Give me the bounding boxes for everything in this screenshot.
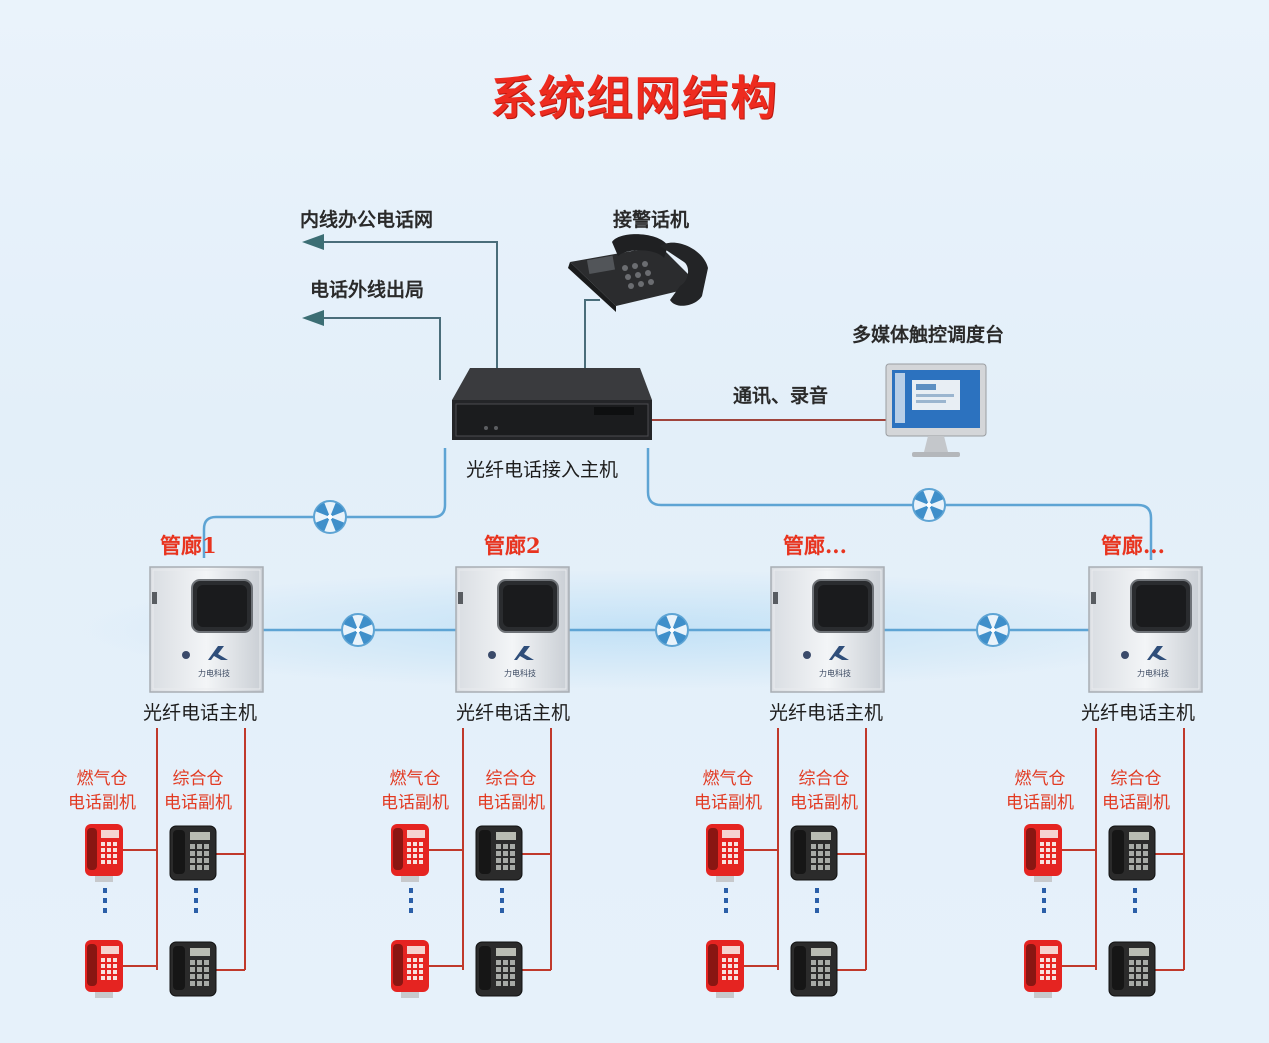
more-phones-ellipsis xyxy=(724,888,728,913)
corridor-group: 力电科技 xyxy=(1024,566,1203,998)
comp-ext-line2: 电话副机 xyxy=(164,793,232,813)
intranet-label: 内线办公电话网 xyxy=(300,209,434,231)
corridor-group: 力电科技 xyxy=(391,566,570,998)
comp-extension-phone xyxy=(1108,941,1156,997)
fiber-connector-icon xyxy=(655,613,689,647)
console-label: 多媒体触控调度台 xyxy=(852,324,1005,346)
gas-ext-line1: 燃气仓 xyxy=(702,769,754,789)
gas-ext-label-3: 燃气仓电话副机 xyxy=(694,767,762,815)
box-brand-label: 力电科技 xyxy=(819,668,851,678)
gas-extension-phone xyxy=(1024,940,1062,998)
box-brand-label: 力电科技 xyxy=(1137,668,1169,678)
outside-line-arrow-head xyxy=(302,310,324,326)
corridor-title-3: 管廊... xyxy=(783,533,847,558)
comp-ext-label-3: 综合仓电话副机 xyxy=(790,767,858,815)
comp-extension-phone xyxy=(790,941,838,997)
comp-extension-phone xyxy=(790,825,838,881)
corridor-host-label-1: 光纤电话主机 xyxy=(143,702,258,724)
gas-extension-phone xyxy=(706,824,744,882)
more-phones-ellipsis xyxy=(409,888,413,913)
corridor-host-label-3: 光纤电话主机 xyxy=(769,702,884,724)
comp-extension-phone xyxy=(1108,825,1156,881)
access-host-label: 光纤电话接入主机 xyxy=(466,459,619,481)
comp-ext-line2: 电话副机 xyxy=(1102,793,1170,813)
corridor-group: 力电科技 xyxy=(706,566,885,998)
corridor-title-4: 管廊... xyxy=(1101,533,1165,558)
comp-extension-phone xyxy=(169,941,217,997)
intranet-arrow-head xyxy=(302,234,324,250)
fiber-connector-icon xyxy=(313,500,347,534)
comp-ext-label-1: 综合仓电话副机 xyxy=(164,767,232,815)
comp-extension-phone xyxy=(169,825,217,881)
box-brand-label: 力电科技 xyxy=(198,668,230,678)
fiber-connector-icon xyxy=(341,613,375,647)
corridor-group: 力电科技 xyxy=(85,566,264,998)
more-phones-ellipsis xyxy=(815,888,819,913)
gas-ext-line2: 电话副机 xyxy=(381,793,449,813)
corridor-host-label-4: 光纤电话主机 xyxy=(1081,702,1196,724)
gas-extension-phone xyxy=(85,940,123,998)
gas-ext-line1: 燃气仓 xyxy=(389,769,441,789)
gas-ext-label-1: 燃气仓电话副机 xyxy=(68,767,136,815)
outside-line-arrow xyxy=(320,317,441,380)
comp-ext-line1: 综合仓 xyxy=(798,769,850,789)
comp-ext-line1: 综合仓 xyxy=(485,769,537,789)
fiber-phone-host-box: 力电科技 xyxy=(455,566,570,693)
page-title: 系统组网结构 xyxy=(490,71,779,125)
box-brand-label: 力电科技 xyxy=(504,668,536,678)
comp-extension-phone xyxy=(475,941,523,997)
fiber-connector-icon xyxy=(976,613,1010,647)
more-phones-ellipsis xyxy=(500,888,504,913)
gas-extension-phone xyxy=(706,940,744,998)
comp-extension-phone xyxy=(475,825,523,881)
gas-ext-label-4: 燃气仓电话副机 xyxy=(1006,767,1074,815)
gas-ext-label-2: 燃气仓电话副机 xyxy=(381,767,449,815)
comm-record-label: 通讯、录音 xyxy=(733,385,829,407)
gas-extension-phone xyxy=(391,824,429,882)
outside-line-label: 电话外线出局 xyxy=(310,279,425,301)
comp-ext-label-4: 综合仓电话副机 xyxy=(1102,767,1170,815)
more-phones-ellipsis xyxy=(194,888,198,913)
fiber-connector-icon xyxy=(912,488,946,522)
corridor-title-2: 管廊2 xyxy=(484,533,541,558)
corridor-groups: 力电科技 力电科技 力电科技 力电科技 xyxy=(85,566,1203,998)
alarm-phone-link xyxy=(584,299,600,368)
comp-ext-line2: 电话副机 xyxy=(790,793,858,813)
fiber-connectors xyxy=(313,488,1010,647)
alarm-phone xyxy=(568,234,708,312)
comp-ext-line1: 综合仓 xyxy=(1110,769,1162,789)
gas-ext-line2: 电话副机 xyxy=(694,793,762,813)
comp-ext-label-2: 综合仓电话副机 xyxy=(477,767,545,815)
console-monitor xyxy=(885,363,987,457)
intranet-arrow xyxy=(320,241,498,368)
gas-ext-line1: 燃气仓 xyxy=(76,769,128,789)
fiber-phone-host-box: 力电科技 xyxy=(149,566,264,693)
gas-ext-line2: 电话副机 xyxy=(1006,793,1074,813)
fiber-phone-host-box: 力电科技 xyxy=(1088,566,1203,693)
gas-extension-phone xyxy=(391,940,429,998)
fiber-phone-host-box: 力电科技 xyxy=(770,566,885,693)
access-host-server xyxy=(452,368,652,440)
gas-ext-line1: 燃气仓 xyxy=(1014,769,1066,789)
alarm-phone-label: 接警话机 xyxy=(613,209,690,231)
more-phones-ellipsis xyxy=(103,888,107,913)
more-phones-ellipsis xyxy=(1042,888,1046,913)
more-phones-ellipsis xyxy=(1133,888,1137,913)
comp-ext-line1: 综合仓 xyxy=(172,769,224,789)
gas-extension-phone xyxy=(85,824,123,882)
gas-ext-line2: 电话副机 xyxy=(68,793,136,813)
gas-extension-phone xyxy=(1024,824,1062,882)
fiber-right-trunk xyxy=(646,448,1153,560)
corridor-host-label-2: 光纤电话主机 xyxy=(456,702,571,724)
comp-ext-line2: 电话副机 xyxy=(477,793,545,813)
corridor-title-1: 管廊1 xyxy=(160,533,217,558)
